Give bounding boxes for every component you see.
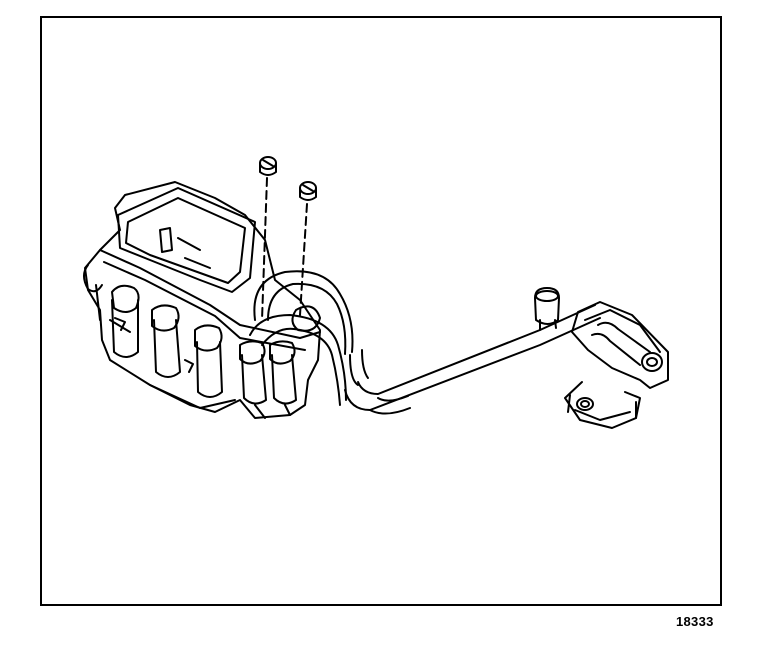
- wiring-harness-connector-icon: [83, 181, 321, 419]
- figure-id-label: 18333: [676, 614, 714, 629]
- mounting-bracket-icon: [564, 301, 669, 429]
- nut-icon: [259, 156, 277, 321]
- wiring-harness-icon: [249, 270, 601, 415]
- illustration-frame: [40, 16, 722, 606]
- nut-icon: [299, 181, 317, 316]
